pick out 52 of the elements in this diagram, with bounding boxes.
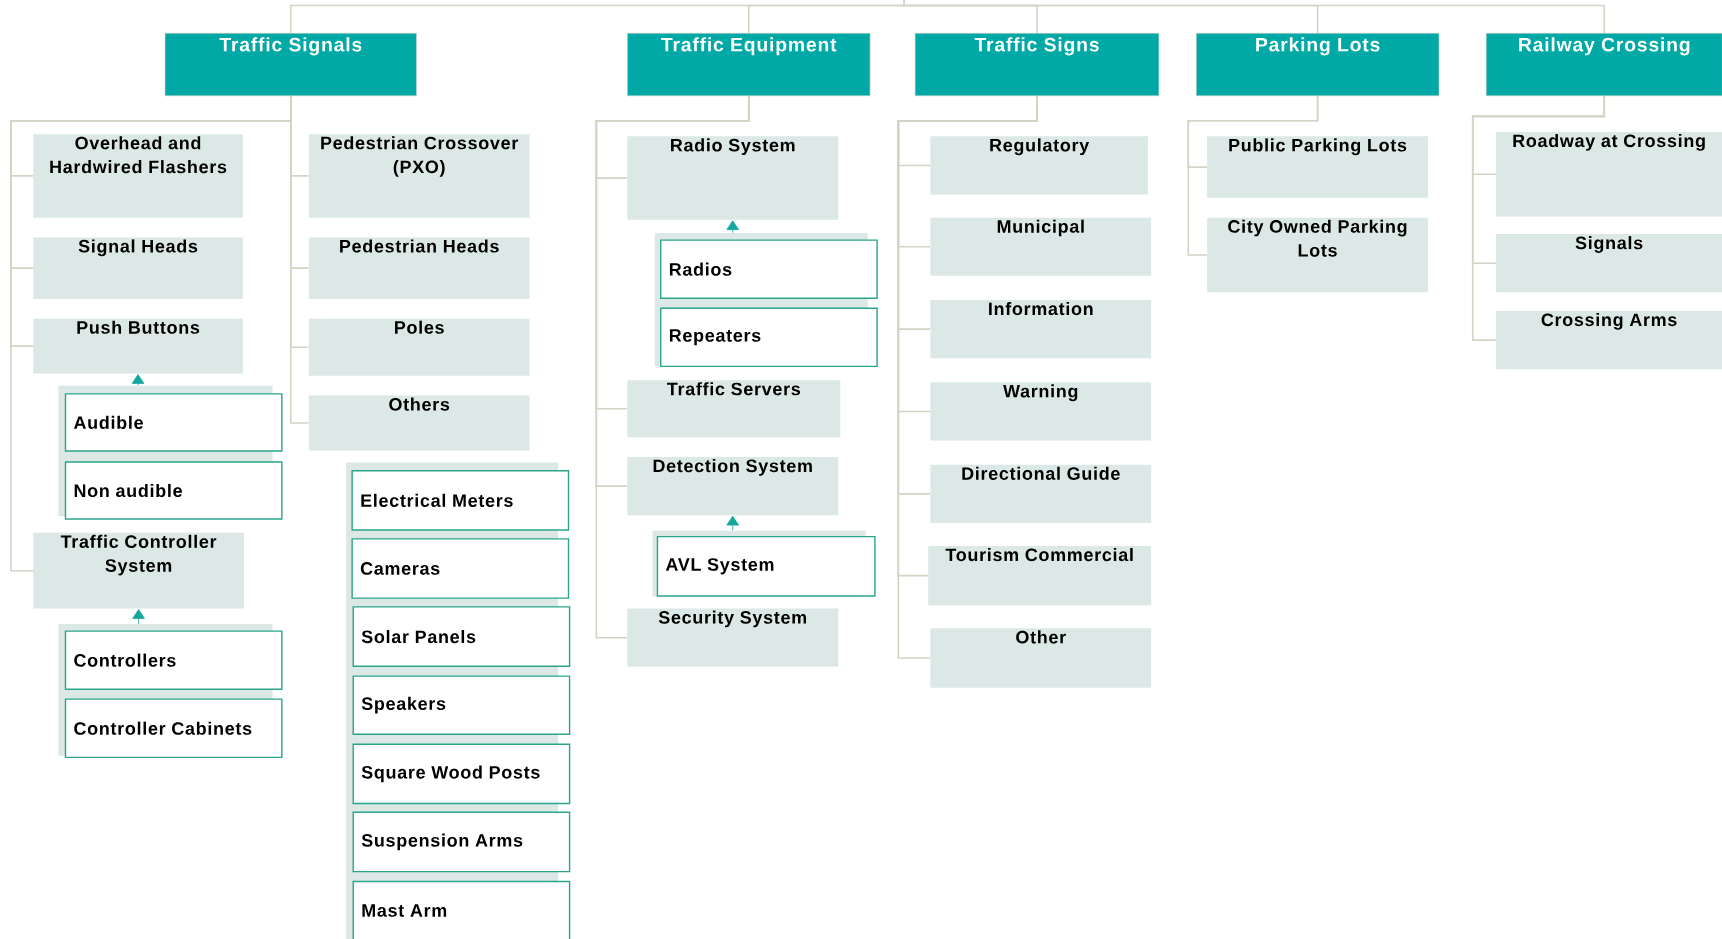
category-box: Security System bbox=[627, 608, 839, 667]
item-box: Controllers bbox=[64, 630, 283, 690]
arrow bbox=[131, 374, 145, 386]
item-box: Mast Arm bbox=[352, 880, 571, 939]
category-box: Pedestrian Heads bbox=[308, 237, 530, 299]
connector-line bbox=[1187, 95, 1319, 256]
header-box: Traffic Equipment bbox=[627, 32, 871, 97]
category-box: Traffic Controller System bbox=[33, 532, 244, 609]
item-box: Radios bbox=[660, 239, 878, 299]
connector-line bbox=[1471, 95, 1606, 341]
category-box: Crossing Arms bbox=[1496, 311, 1722, 370]
item-box: AVL System bbox=[656, 535, 876, 597]
header-box: Traffic Signs bbox=[914, 32, 1160, 97]
category-box: Tourism Commercial bbox=[928, 546, 1152, 606]
category-box: Signals bbox=[1496, 234, 1722, 293]
header-box: Railway Crossing bbox=[1485, 32, 1722, 97]
item-box: Suspension Arms bbox=[352, 811, 571, 873]
category-box: Push Buttons bbox=[33, 318, 243, 374]
connector-line bbox=[595, 95, 750, 639]
category-box: Warning bbox=[930, 382, 1152, 441]
connector-line bbox=[903, 0, 1606, 34]
category-box: Directional Guide bbox=[930, 464, 1152, 523]
arrow bbox=[726, 220, 739, 234]
category-box: Signal Heads bbox=[33, 237, 243, 299]
category-box: Municipal bbox=[930, 217, 1152, 276]
item-box: Audible bbox=[64, 393, 283, 452]
item-box: Electrical Meters bbox=[351, 470, 570, 531]
category-box: City Owned Parking Lots bbox=[1207, 217, 1428, 293]
category-box: Others bbox=[308, 395, 530, 451]
item-box: Speakers bbox=[352, 675, 571, 735]
connector-line bbox=[289, 95, 310, 424]
arrow bbox=[132, 609, 145, 625]
category-box: Traffic Servers bbox=[627, 380, 841, 438]
category-box: Information bbox=[930, 300, 1152, 359]
category-box: Detection System bbox=[627, 457, 839, 516]
item-box: Non audible bbox=[64, 461, 283, 520]
category-box: Roadway at Crossing bbox=[1496, 132, 1722, 217]
header-box: Traffic Signals bbox=[164, 32, 417, 97]
item-box: Solar Panels bbox=[352, 606, 571, 667]
item-box: Square Wood Posts bbox=[352, 743, 571, 805]
category-box: Overhead and Hardwired Flashers bbox=[33, 134, 243, 218]
category-box: Poles bbox=[308, 318, 530, 376]
item-box: Repeaters bbox=[660, 307, 878, 368]
category-box: Public Parking Lots bbox=[1207, 136, 1428, 198]
category-box: Regulatory bbox=[930, 136, 1148, 195]
item-box: Controller Cabinets bbox=[64, 698, 283, 759]
arrow bbox=[726, 515, 739, 531]
item-box: Cameras bbox=[351, 538, 570, 599]
category-box: Other bbox=[930, 628, 1152, 688]
category-box: Radio System bbox=[627, 136, 839, 220]
category-box: Pedestrian Crossover (PXO) bbox=[308, 134, 530, 218]
header-box: Parking Lots bbox=[1196, 32, 1440, 97]
